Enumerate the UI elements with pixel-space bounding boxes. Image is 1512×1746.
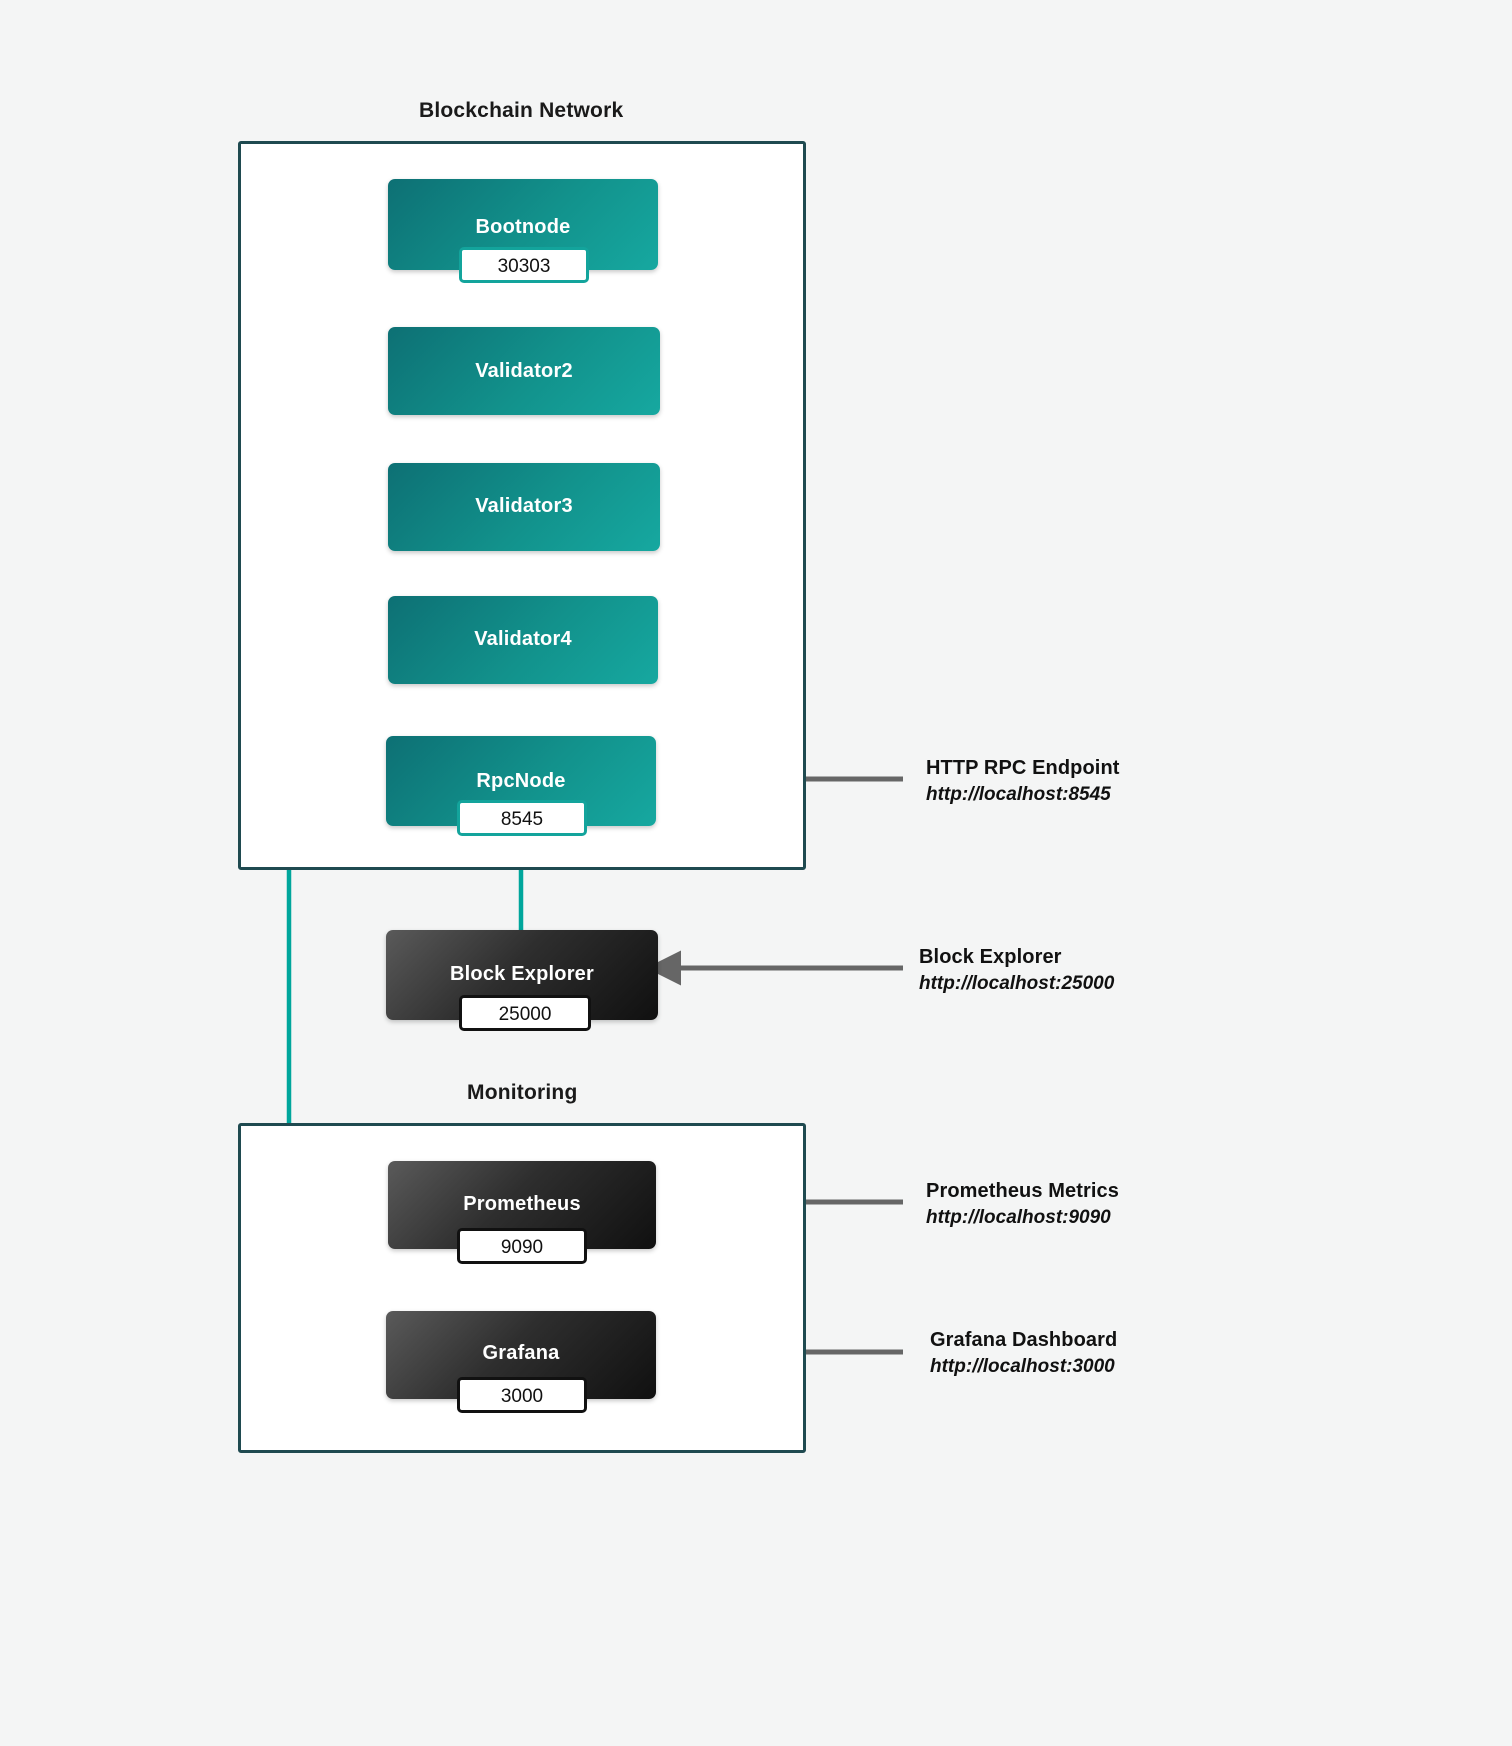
- annotation-prometheus-url[interactable]: http://localhost:9090: [926, 1207, 1111, 1228]
- node-rpcnode-port: 8545: [457, 800, 587, 836]
- node-validator2[interactable]: Validator2: [388, 327, 660, 415]
- annotation-block-explorer-url[interactable]: http://localhost:25000: [919, 973, 1115, 994]
- node-bootnode-port: 30303: [459, 247, 589, 283]
- annotation-grafana-url[interactable]: http://localhost:3000: [930, 1356, 1115, 1377]
- annotation-rpc-endpoint-title: HTTP RPC Endpoint: [926, 757, 1120, 779]
- group-title-monitoring: Monitoring: [467, 1081, 578, 1104]
- annotation-rpc-endpoint: HTTP RPC Endpoint http://localhost:8545: [926, 757, 1120, 806]
- node-rpcnode-label: RpcNode: [476, 770, 566, 792]
- annotation-prometheus: Prometheus Metrics http://localhost:9090: [926, 1180, 1119, 1229]
- node-validator4-label: Validator4: [474, 628, 572, 650]
- node-block-explorer-label: Block Explorer: [450, 963, 594, 985]
- annotation-grafana-title: Grafana Dashboard: [930, 1329, 1118, 1351]
- node-validator3[interactable]: Validator3: [388, 463, 660, 551]
- annotation-prometheus-title: Prometheus Metrics: [926, 1180, 1119, 1202]
- node-bootnode-label: Bootnode: [475, 216, 571, 238]
- node-grafana-label: Grafana: [482, 1342, 560, 1364]
- group-title-blockchain-network: Blockchain Network: [419, 99, 624, 122]
- annotation-block-explorer: Block Explorer http://localhost:25000: [919, 946, 1114, 995]
- node-validator2-label: Validator2: [475, 360, 573, 382]
- node-validator4[interactable]: Validator4: [388, 596, 658, 684]
- annotation-grafana: Grafana Dashboard http://localhost:3000: [930, 1329, 1117, 1378]
- node-grafana-port: 3000: [457, 1377, 587, 1413]
- annotation-rpc-endpoint-url[interactable]: http://localhost:8545: [926, 784, 1111, 805]
- node-prometheus-port: 9090: [457, 1228, 587, 1264]
- node-prometheus-label: Prometheus: [463, 1193, 581, 1215]
- annotation-block-explorer-title: Block Explorer: [919, 946, 1062, 968]
- node-block-explorer-port: 25000: [459, 995, 591, 1031]
- node-validator3-label: Validator3: [475, 495, 573, 517]
